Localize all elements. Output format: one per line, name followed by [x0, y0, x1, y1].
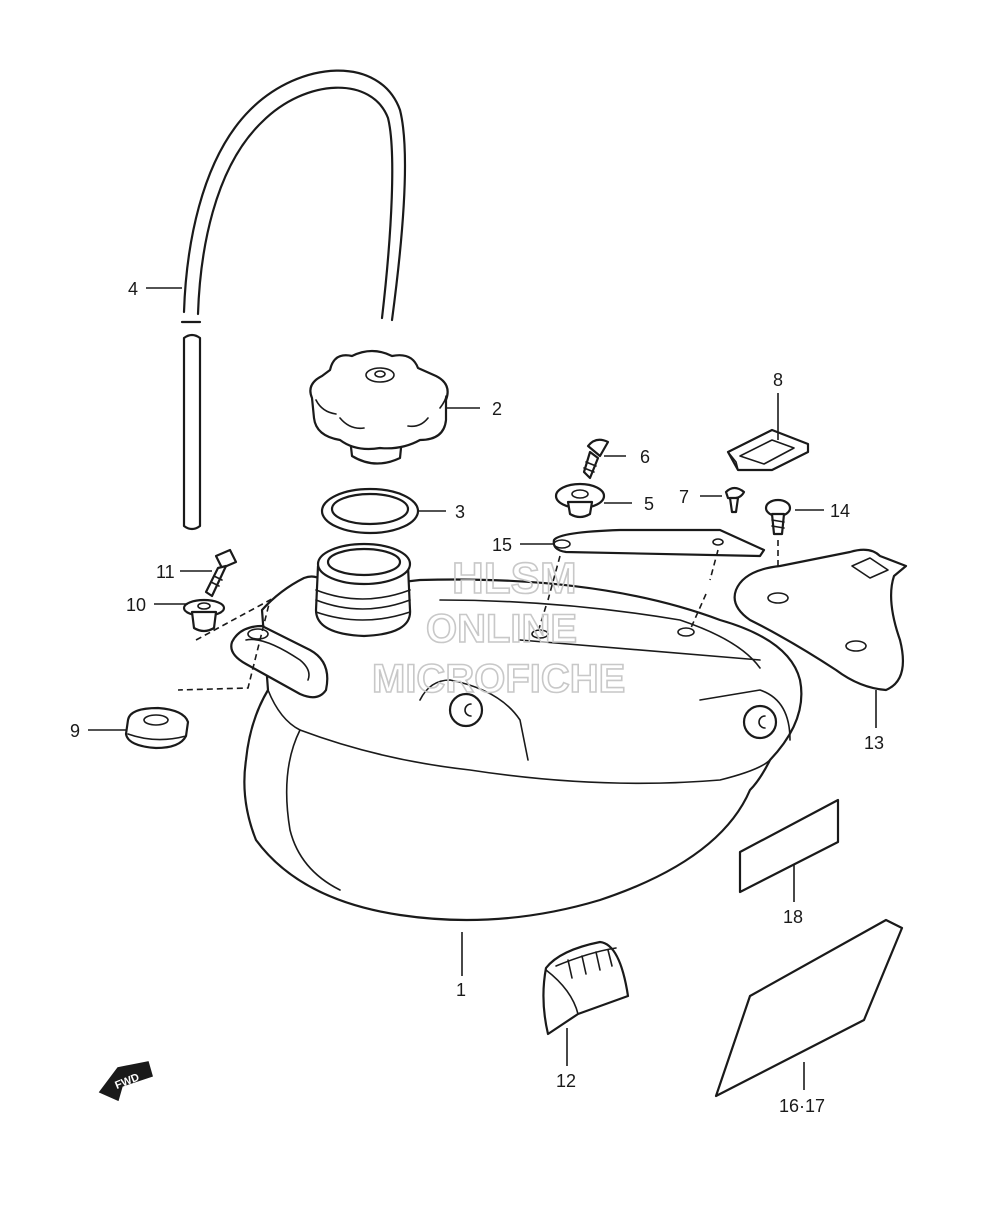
callout-13: 13 [864, 733, 884, 753]
callout-10: 10 [126, 595, 146, 615]
bracket-clip-part-8 [726, 428, 810, 472]
screw-part-6 [582, 438, 610, 480]
mount-leader [177, 598, 272, 691]
breather-hose-part-4 [180, 69, 407, 531]
callout-1: 1 [456, 980, 466, 1000]
rear-bracket-part-13 [733, 548, 908, 692]
callout-16-17: 16·17 [779, 1096, 825, 1116]
callout-7: 7 [679, 487, 689, 507]
watermark-line-3: MICROFICHE [372, 657, 625, 701]
callout-6: 6 [640, 447, 650, 467]
callout-14: 14 [830, 501, 850, 521]
fuel-tank-part-1 [230, 542, 803, 922]
fuel-cap-part-2 [309, 349, 449, 465]
decal-part-18 [738, 798, 840, 894]
fwd-arrow-icon: FWD [98, 1061, 153, 1102]
screw-part-7 [724, 486, 746, 514]
collar-part-5 [554, 482, 606, 519]
callout-2: 2 [492, 399, 502, 419]
callout-5: 5 [644, 494, 654, 514]
callout-9: 9 [70, 721, 80, 741]
callout-12: 12 [556, 1071, 576, 1091]
callout-3: 3 [455, 502, 465, 522]
callout-18: 18 [783, 907, 803, 927]
leader-lines [88, 287, 877, 1090]
watermark-line-2: ONLINE [426, 607, 577, 651]
bolt-part-11 [204, 548, 238, 598]
watermark: HLSM ONLINE MICROFICHE [371, 553, 626, 702]
collar-part-10 [182, 598, 226, 633]
cap-gasket-part-3 [320, 487, 420, 535]
tank-plate-part-15 [531, 528, 766, 639]
callout-11: 11 [156, 562, 175, 582]
callout-8: 8 [773, 370, 783, 390]
callout-4: 4 [128, 279, 138, 299]
callout-15: 15 [492, 535, 512, 555]
watermark-line-1: HLSM [452, 554, 577, 603]
guard-part-12 [542, 940, 630, 1036]
grommet-part-9 [124, 706, 190, 750]
decal-part-16-17 [714, 918, 904, 1098]
